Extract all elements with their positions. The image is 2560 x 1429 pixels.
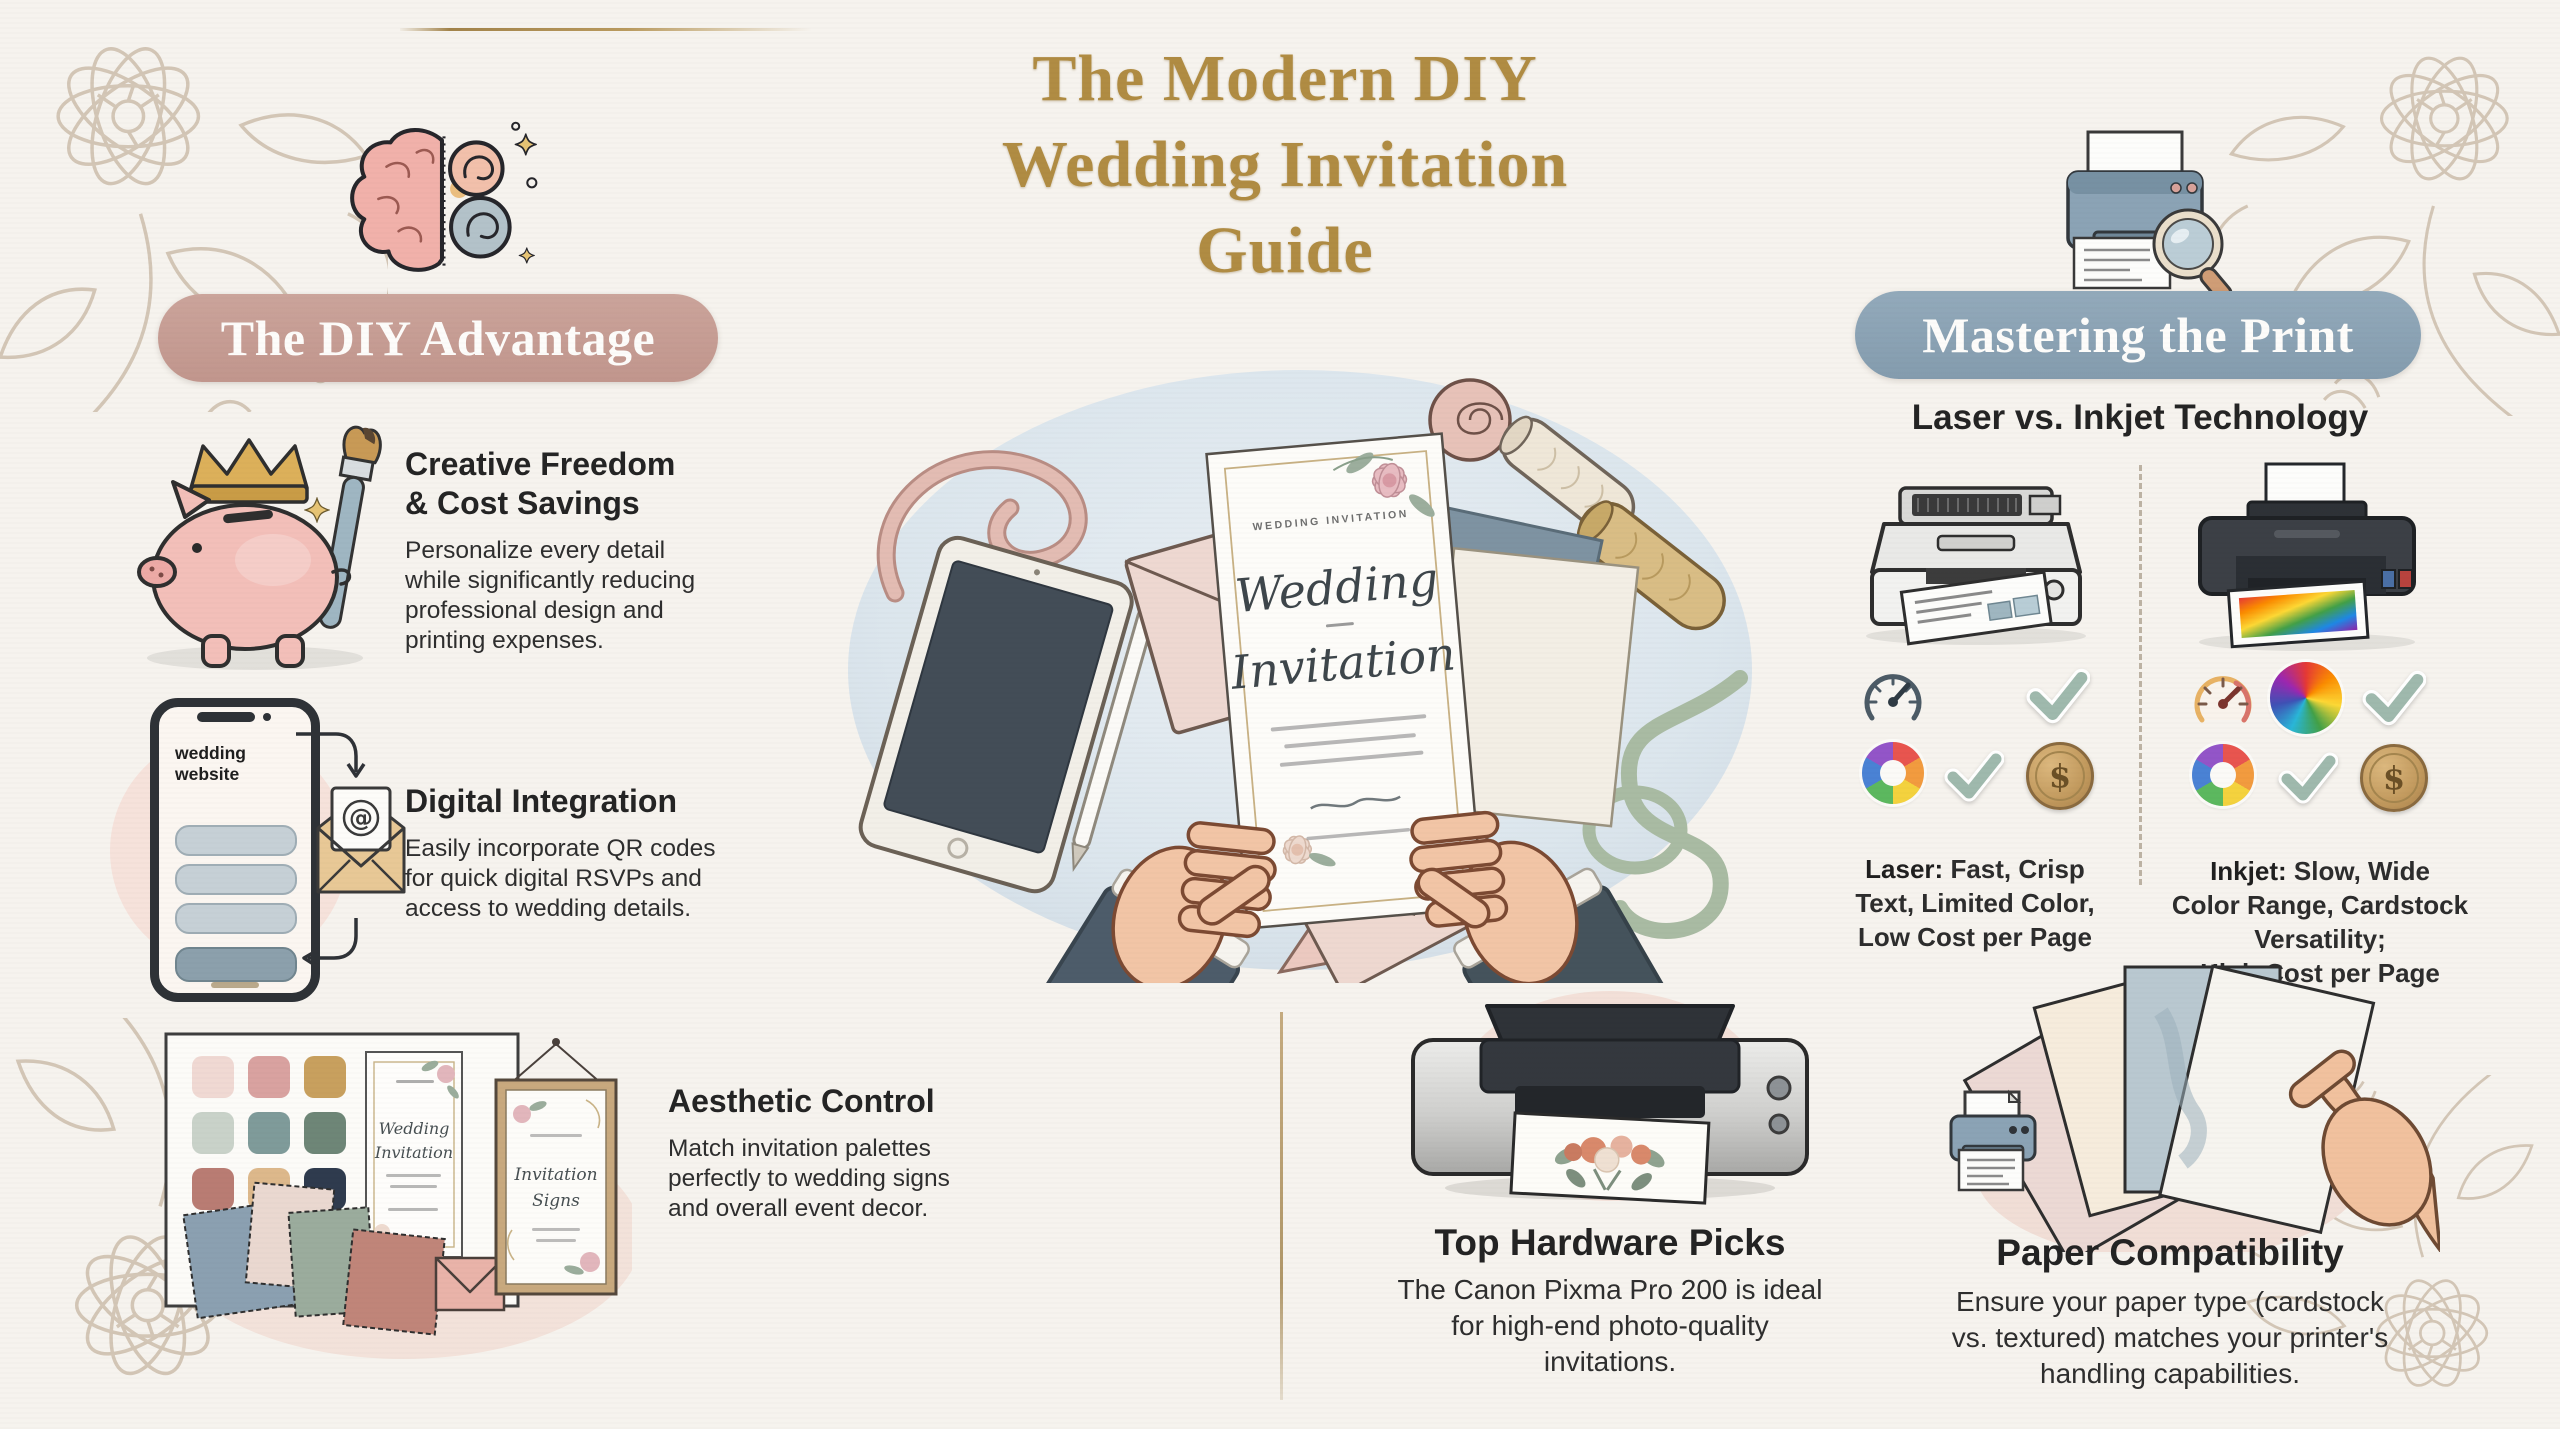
bouquet-print-page (1509, 1111, 1711, 1205)
creative-brain-icon (350, 121, 538, 272)
phone-camera-dot (263, 713, 271, 721)
printed-page (1899, 570, 2053, 646)
hardware-heading: Top Hardware Picks (1434, 1222, 1786, 1263)
phone-content-bar (175, 864, 297, 895)
sage-ribbon (1612, 670, 1748, 939)
item-heading: Aesthetic Control (668, 1083, 935, 1119)
laser-label: Laser: (1865, 854, 1944, 884)
inkjet-caption: Inkjet: Slow, Wide Color Range, Cardstoc… (2171, 856, 2469, 988)
tablet-icon (858, 535, 1156, 894)
phone-notch (197, 712, 255, 722)
right-section-header: Mastering the Print (1855, 291, 2421, 379)
phone-content-bar (175, 825, 297, 856)
svg-text:Signs: Signs (532, 1191, 580, 1211)
inkjet-printer-icon (2198, 462, 2416, 651)
checkmark-icon (2026, 664, 2090, 728)
page-title: The Modern DIY Wedding Invitation Guide (1001, 42, 1569, 287)
comparison-subtitle: Laser vs. Inkjet Technology (1911, 398, 2369, 437)
color-wheel-icon (1862, 742, 1924, 804)
hero-illustration: WEDDING INVITATION Wedding Invitation (848, 370, 1752, 983)
phone-screen-label: wedding website (175, 743, 246, 784)
checkmark-icon (2362, 666, 2426, 730)
envelope-at-icon: @ (316, 786, 406, 894)
paper-fan-hand-icon (1949, 964, 2440, 1252)
paper-heading: Paper Compatibility (1996, 1232, 2344, 1273)
svg-text:@: @ (349, 804, 373, 832)
dollar-coin-icon: $ (2026, 742, 2094, 810)
dollar-glyph: $ (2382, 759, 2406, 797)
phone-icon: wedding website (150, 698, 320, 1002)
card-floral-bottom-left (1282, 835, 1336, 867)
item-body: Match invitation palettes perfectly to w… (668, 1135, 950, 1222)
svg-text:Invitation: Invitation (374, 1143, 453, 1162)
laser-printer-icon (1866, 486, 2086, 646)
svg-text:Invitation: Invitation (513, 1165, 597, 1185)
color-wheel-icon (2192, 744, 2254, 806)
phone-button-bar (175, 947, 297, 982)
item-body: Easily incorporate QR codes for quick di… (405, 835, 716, 922)
dollar-glyph: $ (2048, 757, 2072, 795)
watercolor-texture (2154, 1007, 2207, 1169)
gold-accent-line (400, 28, 812, 31)
item-heading: Digital Integration (405, 783, 677, 819)
laser-inkjet-divider (2139, 465, 2142, 885)
dollar-coin-icon: $ (2360, 744, 2428, 812)
moodboard-palette-icon: Wedding Invitation Invitation Sig (164, 1032, 632, 1359)
hardware-body: The Canon Pixma Pro 200 is ideal for hig… (1397, 1274, 1823, 1377)
item-creative-freedom: Creative Freedom & Cost Savings Personal… (405, 445, 795, 656)
hand-icon (2288, 1049, 2440, 1252)
card-floral-top-right (1332, 452, 1435, 517)
rainbow-circle-icon (2270, 662, 2342, 734)
phone-envelope-rsvp-icon: wedding website @ (110, 692, 428, 1002)
left-hand (1111, 821, 1277, 983)
phone-home-bar (211, 982, 259, 988)
bottom-section-divider (1280, 1012, 1283, 1400)
item-body: Personalize every detail while significa… (405, 537, 696, 654)
item-heading: Creative Freedom & Cost Savings (405, 446, 676, 521)
fabric-swatches (182, 1181, 446, 1336)
item-aesthetic-control: Aesthetic Control Match invitation palet… (668, 1082, 1028, 1224)
item-digital-integration: Digital Integration Easily incorporate Q… (405, 782, 795, 924)
paper-body: Ensure your paper type (cardstock vs. te… (1951, 1286, 2389, 1389)
right-hand (1409, 810, 1579, 983)
photo-printer-icon (1411, 991, 1809, 1205)
speedometer-icon (2194, 676, 2252, 723)
mini-printer-icon (1949, 1089, 2037, 1192)
printer-magnifier-icon (2066, 130, 2233, 296)
phone-content-bar (175, 903, 297, 934)
left-section-header: The DIY Advantage (158, 294, 718, 382)
wedding-invitation-card: WEDDING INVITATION Wedding Invitation (1205, 432, 1485, 930)
checkmark-icon (1944, 746, 2004, 806)
svg-text:Wedding: Wedding (379, 1119, 450, 1138)
laser-caption: Laser: Fast, Crisp Text, Limited Color, … (1855, 854, 2095, 952)
moodboard-envelope (434, 1256, 506, 1312)
piggy-bank-crown-paintbrush-icon (137, 425, 382, 670)
checkmark-icon (2278, 748, 2338, 808)
speedometer-icon (1864, 674, 1922, 721)
inkjet-label: Inkjet: (2210, 856, 2287, 886)
rainbow-print-page (2226, 579, 2370, 649)
sync-arrows-icon (296, 732, 366, 969)
moodboard-invitation-card: Wedding Invitation (365, 1051, 463, 1258)
hanging-sign-frame: Invitation Signs (494, 1038, 618, 1296)
